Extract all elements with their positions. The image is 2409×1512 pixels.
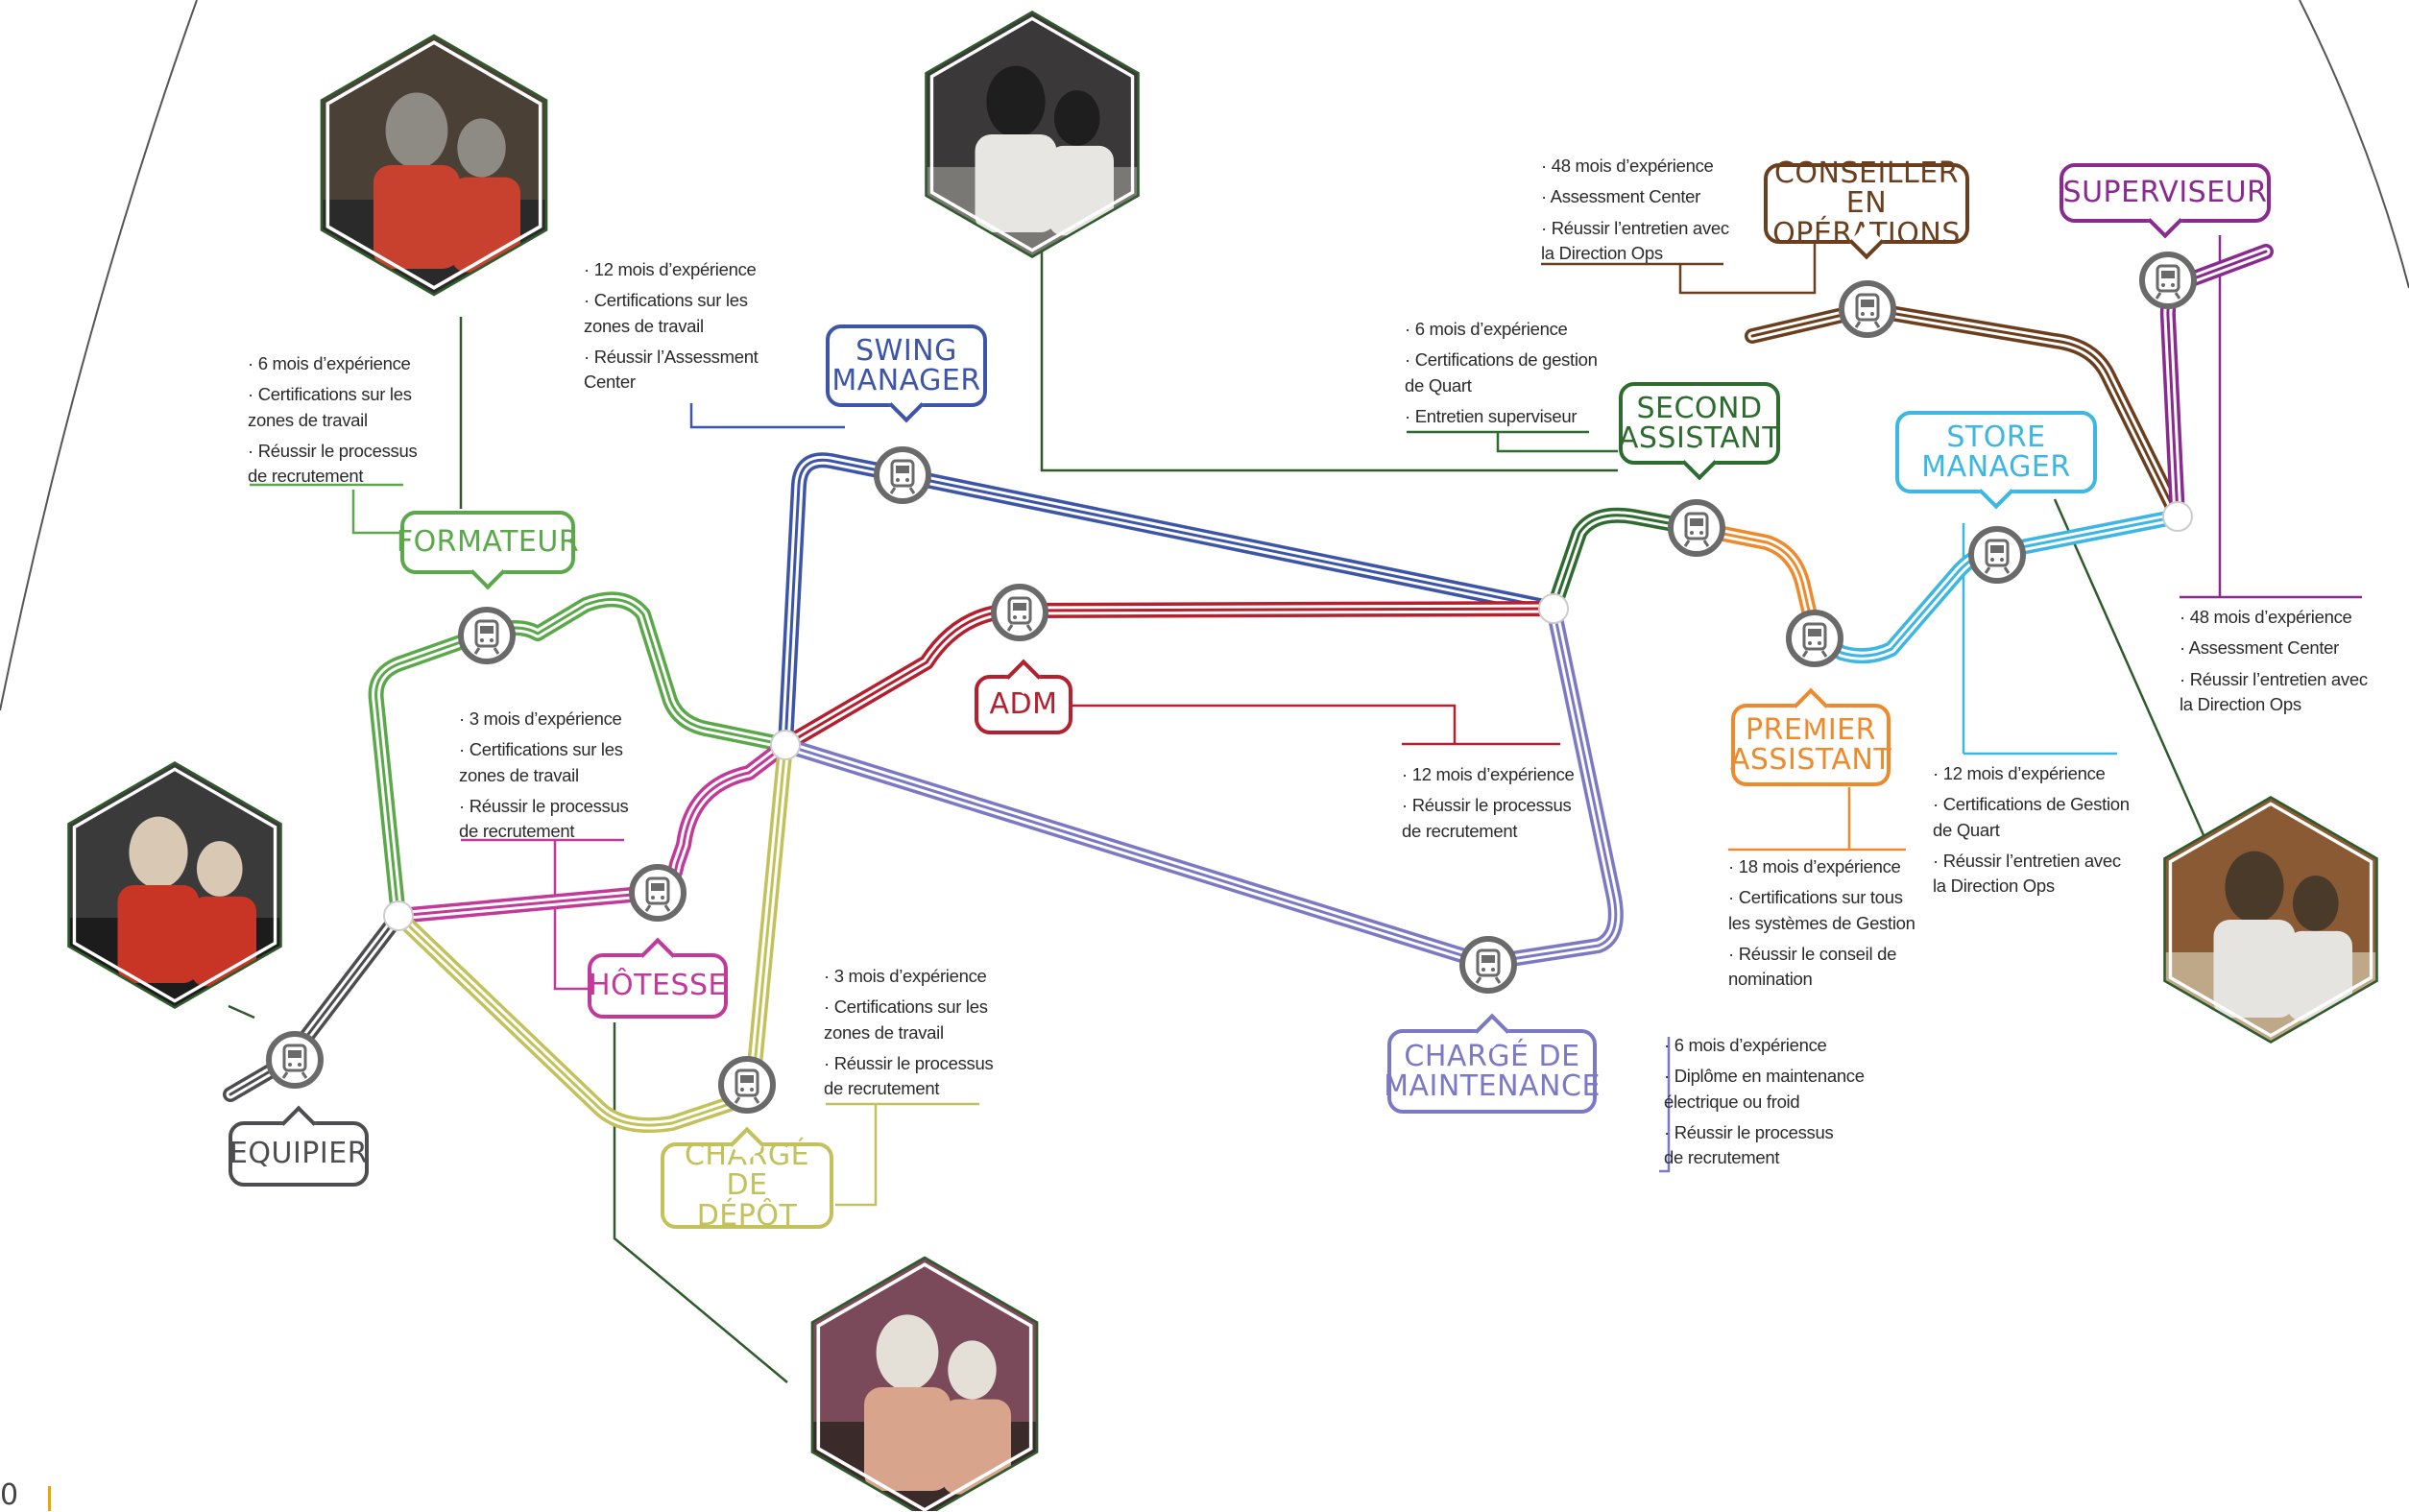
requirement-item: · Réussir le processus de recrutement [248,440,418,487]
metro-line-10-inner [1750,307,2180,518]
station-superviseur-icon [2142,254,2194,306]
requirement-item: · 12 mois d’expérience [1933,763,2106,783]
requirement-item: · Réussir l’entretien avec la Direction … [1541,217,1729,263]
station-equipier-icon [269,1034,321,1086]
requirement-item: · 3 mois d’expérience [824,966,987,986]
photo-equipier [67,761,282,1009]
requirements-formateur: · 6 mois d’expérience · Certifications su… [248,351,440,489]
requirement-item: · 18 mois d’expérience [1728,856,1901,876]
requirement-item: · 12 mois d’expérience [1402,764,1575,784]
label-premier-assistant: PREMIER ASSISTANT [1730,687,1891,786]
station-hotesse-icon [632,867,684,919]
requirement-item: · Réussir l’Assessment Center [584,346,759,393]
label-hotesse: HÔTESSE [588,937,728,1019]
station-conseiller-en-operations-icon [1842,283,1893,335]
metro-line-1-inner [374,597,787,918]
metro-line-8-inner [1693,526,1817,637]
junctions [383,501,2193,931]
requirements-store-manager: · 12 mois d’expérience · Certifications d… [1933,761,2134,899]
requirement-item: · Assessment Center [2180,637,2340,659]
photo-store-manager [2163,796,2378,1044]
requirements-hotesse: · 3 mois d’expérience · Certifications su… [459,707,651,844]
label-conseiller-en-operations: CONSEILLER EN OPÉRATIONS [1764,158,1969,260]
requirement-item: · Diplôme en maintenance électrique ou f… [1664,1066,1865,1112]
label-charge-de-maintenance: CHARGÉ DE MAINTENANCE [1384,1013,1600,1114]
requirement-item: · 6 mois d’expérience [1664,1035,1827,1055]
requirement-item: · Certifications de gestion de Quart [1405,349,1598,396]
station-store-manager-icon [1971,529,2023,581]
photo-formateur [320,34,548,297]
label-formateur: FORMATEUR [397,511,579,590]
requirements-swing-manager: · 12 mois d’expérience · Certifications s… [584,257,776,395]
photo-swing-manager [925,11,1140,258]
requirement-item: · 6 mois d’expérience [248,353,411,373]
station-charge-de-maintenance-icon [1462,939,1514,991]
requirement-item: · Certifications sur les zones de travai… [459,739,623,785]
station-adm-icon [994,587,1046,638]
requirement-item: · 12 mois d’expérience [584,259,757,279]
label-store-manager: STORE MANAGER [1895,411,2097,510]
requirements-premier-assistant: · 18 mois d’expérience · Certifications s… [1728,854,1930,992]
right-arc [2299,0,2409,289]
requirements-adm: · 12 mois d’expérience · Réussir le proce… [1402,762,1594,844]
requirements-charge-de-depot: · 3 mois d’expérience · Certifications su… [824,964,1016,1101]
requirement-item: · 48 mois d’expérience [2180,607,2352,627]
requirement-item: · Assessment Center [1541,186,1701,207]
requirement-item: · Réussir le processus de recrutement [824,1052,994,1099]
label-adm: ADM [975,659,1072,734]
requirement-item: · Certifications sur tous les systèmes d… [1728,887,1915,933]
requirement-item: · Réussir le processus de recrutement [1664,1121,1834,1168]
page-number: 0 [0,1478,19,1512]
requirement-item: · Réussir l’entretien avec la Direction … [1933,850,2121,897]
requirement-item: · 6 mois d’expérience [1405,319,1568,339]
callout-lines [228,235,2362,1383]
station-second-assistant-icon [1671,502,1722,554]
station-formateur-icon [461,610,513,661]
requirements-conseiller-en-operations: · 48 mois d’expérience · Assessment Cente… [1541,154,1733,266]
label-second-assistant: SECOND ASSISTANT [1619,382,1780,481]
requirements-charge-de-maintenance: · 6 mois d’expérience · Diplôme en mainte… [1664,1033,1875,1170]
page-accent-bar [48,1486,51,1511]
requirement-item: · Certifications sur les zones de travai… [248,384,412,430]
station-premier-assistant-icon [1789,612,1841,664]
requirement-item: · Réussir le processus de recrutement [1402,795,1572,841]
requirement-item: · Réussir le processus de recrutement [459,795,629,842]
station-swing-manager-icon [877,449,928,501]
metro-line-5-inner [783,607,1555,747]
metro-line-6-inner [783,607,1618,965]
metro-line-7-inner [1552,514,1697,611]
requirement-item: · 3 mois d’expérience [459,708,622,729]
label-superviseur: SUPERVISEUR [2060,163,2271,239]
requirements-superviseur: · 48 mois d’expérience · Assessment Cente… [2180,605,2381,717]
requirement-item: · Certifications sur les zones de travai… [584,290,748,336]
requirement-item: · Entretien superviseur [1405,405,1578,426]
requirements-second-assistant: · 6 mois d’expérience · Certifications de… [1405,317,1606,429]
metro-line-4-inner [783,458,1555,747]
label-swing-manager: SWING MANAGER [826,324,987,423]
requirement-item: · Réussir le conseil de nomination [1728,943,1897,990]
photos [67,11,2378,1511]
photo-hotesse [810,1256,1039,1511]
label-equipier: EQUIPIER [229,1105,369,1187]
requirement-item: · Certifications sur les zones de travai… [824,996,988,1043]
requirement-item: · Certifications de Gestion de Quart [1933,794,2130,840]
left-arc [0,0,198,711]
station-charge-de-depot-icon [721,1059,773,1111]
requirement-item: · Réussir l’entretien avec la Direction … [2180,668,2368,714]
label-charge-de-depot: CHARGÉ DE DÉPÔT [661,1126,833,1231]
requirement-item: · 48 mois d’expérience [1541,156,1714,176]
